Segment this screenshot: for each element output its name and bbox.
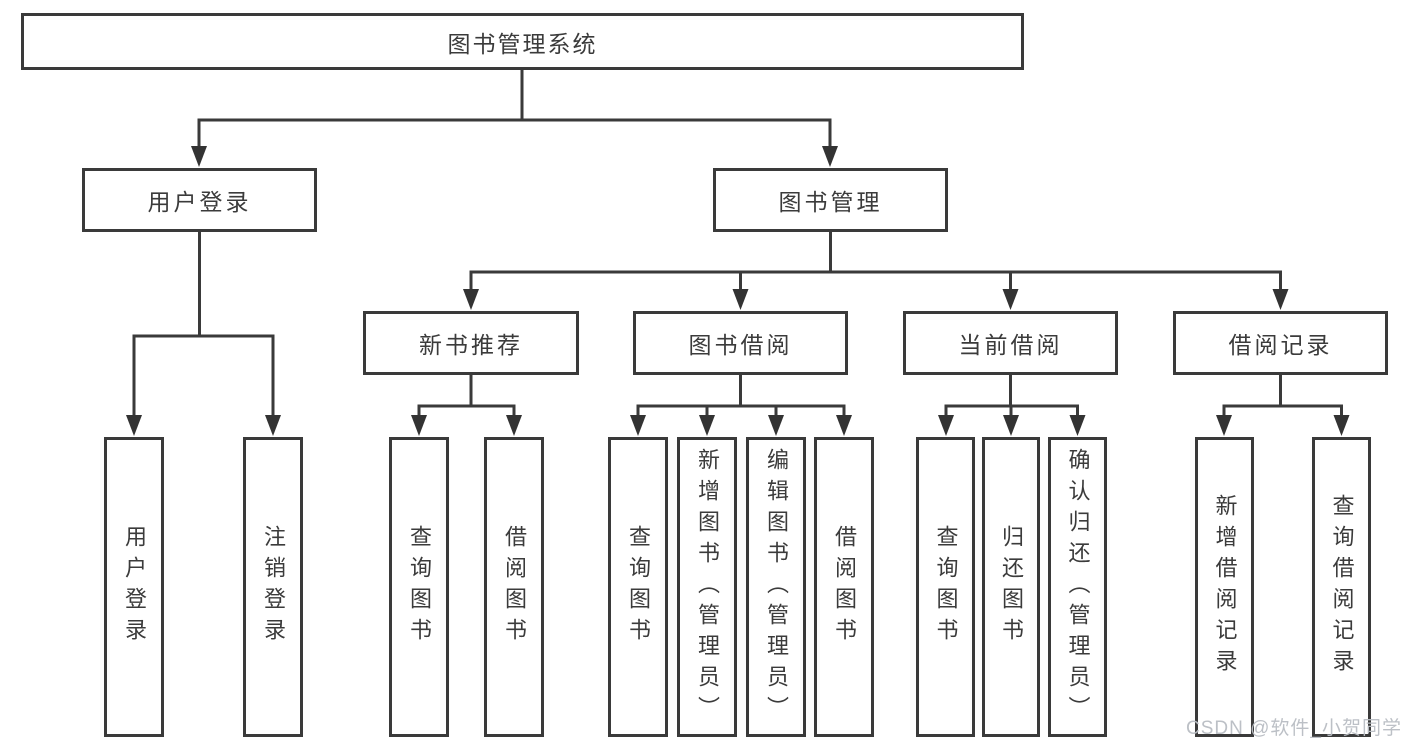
leaf-borrow-edit-books-admin: 编辑图书（管理员） — [746, 437, 806, 737]
leaf-borrow-query-books: 查询图书 — [608, 437, 668, 737]
node-book-borrow-label: 图书借阅 — [688, 332, 793, 358]
node-book-management-label: 图书管理 — [778, 189, 883, 215]
leaf-current-return-books: 归还图书 — [982, 437, 1040, 737]
node-user-login: 用户登录 — [82, 168, 317, 232]
node-root: 图书管理系统 — [21, 13, 1024, 70]
leaf-borrow-add-books-admin: 新增图书（管理员） — [677, 437, 737, 737]
leaf-label: 归还图书 — [999, 525, 1024, 649]
node-current-borrow-label: 当前借阅 — [958, 332, 1063, 358]
node-borrow-records-label: 借阅记录 — [1228, 332, 1333, 358]
leaf-label: 用户登录 — [122, 525, 147, 649]
leaf-label: 查询借阅记录 — [1329, 494, 1355, 680]
leaf-label: 查询图书 — [407, 525, 432, 649]
node-root-label: 图书管理系统 — [447, 30, 598, 57]
leaf-label: 查询图书 — [626, 525, 651, 649]
arrowheads — [126, 146, 1350, 436]
leaf-label: 注销登录 — [261, 525, 286, 649]
leaf-records-query-record: 查询借阅记录 — [1312, 437, 1371, 737]
node-new-book-recommend-label: 新书推荐 — [419, 332, 523, 358]
leaf-current-confirm-return-admin: 确认归还（管理员） — [1048, 437, 1107, 737]
leaf-label: 借阅图书 — [832, 525, 857, 649]
leaf-label: 借阅图书 — [502, 525, 527, 649]
leaf-login-logout: 注销登录 — [243, 437, 303, 737]
leaf-borrow-borrow-books: 借阅图书 — [814, 437, 874, 737]
leaf-label: 查询图书 — [933, 525, 959, 649]
leaf-newbook-query-books: 查询图书 — [389, 437, 449, 737]
leaf-current-query-books: 查询图书 — [916, 437, 975, 737]
leaf-label: 确认归还（管理员） — [1065, 447, 1091, 727]
node-book-borrow: 图书借阅 — [633, 311, 848, 375]
leaf-newbook-borrow-books: 借阅图书 — [484, 437, 544, 737]
leaf-label: 新增借阅记录 — [1212, 494, 1238, 680]
node-book-management: 图书管理 — [713, 168, 948, 232]
leaf-label: 编辑图书（管理员） — [764, 447, 789, 727]
node-user-login-label: 用户登录 — [147, 189, 252, 215]
node-current-borrow: 当前借阅 — [903, 311, 1118, 375]
node-new-book-recommend: 新书推荐 — [363, 311, 579, 375]
csdn-watermark: CSDN @软件_小贺同学 — [1186, 718, 1402, 739]
leaf-records-add-record: 新增借阅记录 — [1195, 437, 1254, 737]
node-borrow-records: 借阅记录 — [1173, 311, 1388, 375]
leaf-label: 新增图书（管理员） — [695, 447, 720, 727]
leaf-login-user-login: 用户登录 — [104, 437, 164, 737]
